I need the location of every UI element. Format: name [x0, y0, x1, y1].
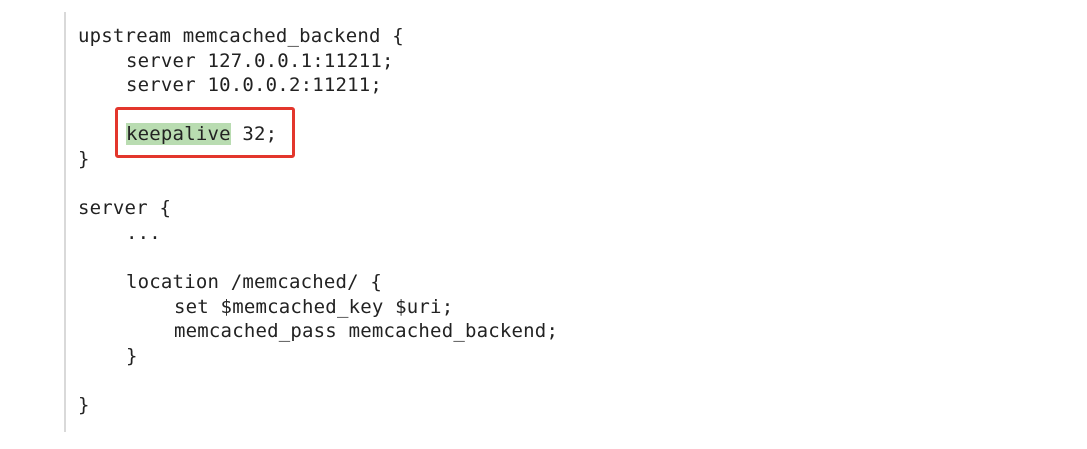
- code-line-server-2: server 10.0.0.2:11211;: [126, 74, 383, 97]
- code-line-keepalive: keepalive 32;: [78, 122, 558, 147]
- code-line-server-1: server 127.0.0.1:11211;: [126, 49, 394, 72]
- code-line-memcached-pass: memcached_pass memcached_backend;: [174, 320, 559, 343]
- code-line-set-key: set $memcached_key $uri;: [174, 295, 454, 318]
- code-line-location-open: location /memcached/ {: [126, 270, 383, 293]
- code-line-ellipsis: ...: [126, 221, 161, 244]
- keepalive-highlight[interactable]: keepalive: [126, 123, 231, 146]
- annotation-highlight-box: [115, 107, 295, 158]
- code-line-blank: [78, 368, 558, 393]
- code-line-location-close: }: [126, 344, 138, 367]
- code-line-upstream-close: }: [78, 147, 90, 170]
- code-block: upstream memcached_backend { server 127.…: [78, 24, 558, 418]
- code-line-blank: [78, 245, 558, 270]
- code-block-left-border: [64, 12, 66, 432]
- code-line-server-open: server {: [78, 197, 172, 220]
- keepalive-value: 32;: [230, 123, 278, 146]
- code-line-upstream-open: upstream memcached_backend {: [78, 25, 404, 47]
- code-line-blank: [78, 172, 558, 197]
- code-line-server-close: }: [78, 393, 90, 416]
